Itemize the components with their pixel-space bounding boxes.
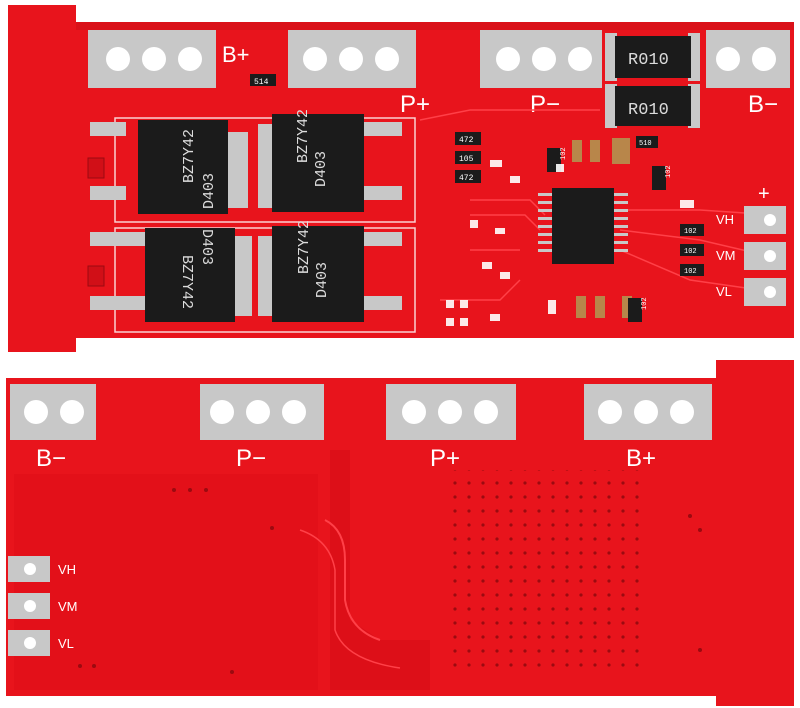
shunt-resistor-1: R010 bbox=[605, 33, 700, 81]
bottom-board-tab bbox=[716, 360, 794, 706]
smd-102-r2: 102 bbox=[680, 244, 704, 256]
shunt-resistor-2: R010 bbox=[605, 84, 700, 128]
mosfet-2-code: D403 bbox=[313, 151, 330, 187]
bottom-signal-pin-vm: VM bbox=[8, 593, 78, 619]
bottom-signal-pin-vh: VH bbox=[8, 556, 76, 582]
smd-label-102-r2: 102 bbox=[684, 248, 697, 256]
shunt-resistor-2-label: R010 bbox=[628, 101, 669, 120]
bottom-signal-label-vh: VH bbox=[58, 562, 76, 577]
bottom-terminal-pad-b-minus bbox=[10, 384, 96, 440]
bottom-label-b-minus: B− bbox=[36, 445, 66, 472]
top-board-tab bbox=[8, 5, 76, 352]
top-terminal-pad-p-minus bbox=[480, 30, 602, 88]
top-label-b-plus: B+ bbox=[222, 42, 250, 67]
smd-102-v2: 102 bbox=[652, 165, 673, 190]
smd-102-r3: 102 bbox=[680, 264, 704, 276]
bottom-copper-pour-left bbox=[14, 474, 318, 690]
gate-pad-1 bbox=[87, 157, 105, 179]
mosfet-1-code: D403 bbox=[201, 173, 218, 209]
bottom-label-p-plus: P+ bbox=[430, 445, 460, 472]
smd-label-510: 510 bbox=[639, 140, 652, 148]
bottom-copper-pour-middle bbox=[330, 450, 430, 690]
protection-ic bbox=[538, 188, 628, 264]
shunt-resistor-1-label: R010 bbox=[628, 51, 669, 70]
smd-label-514: 514 bbox=[254, 78, 269, 87]
bottom-label-p-minus: P− bbox=[236, 445, 266, 472]
bottom-label-b-plus: B+ bbox=[626, 445, 656, 472]
mosfet-1: D403 BZ7Y42 bbox=[90, 120, 248, 214]
bottom-trace-curve-2 bbox=[299, 529, 401, 669]
top-label-b-minus: B− bbox=[748, 91, 778, 118]
mosfet-outline-bottom bbox=[114, 227, 416, 333]
bottom-terminal-pad-p-minus bbox=[200, 384, 324, 440]
smd-label-102-v1: 102 bbox=[560, 147, 568, 160]
top-signal-label-vh: VH bbox=[716, 212, 734, 227]
smd-label-102-r3: 102 bbox=[684, 268, 697, 276]
bottom-terminal-pad-p-plus bbox=[386, 384, 516, 440]
smd-resistor-514: 514 bbox=[250, 74, 276, 87]
top-signal-label-vm: VM bbox=[716, 248, 736, 263]
mosfet-outline-top bbox=[114, 117, 416, 223]
mosfet-2: D403 BZ7Y42 bbox=[258, 109, 402, 212]
top-board-shading bbox=[76, 22, 794, 30]
top-terminal-pad-b-minus bbox=[706, 30, 790, 88]
mosfet-3-code: D403 bbox=[198, 229, 215, 265]
mosfet-4-lot: BZ7Y42 bbox=[296, 220, 313, 274]
bottom-terminal-pad-b-plus bbox=[584, 384, 712, 440]
smd-label-105: 105 bbox=[459, 155, 474, 164]
smd-102-bottom: 102 bbox=[628, 297, 649, 322]
top-terminal-pad-b-plus bbox=[88, 30, 216, 88]
top-terminal-pad-p-plus bbox=[288, 30, 416, 88]
smd-label-102-bottom: 102 bbox=[641, 297, 649, 310]
top-label-p-plus: P+ bbox=[400, 91, 430, 118]
mosfet-4-code: D403 bbox=[314, 262, 331, 298]
smd-472-a: 472 bbox=[455, 132, 481, 145]
smd-misc bbox=[446, 160, 694, 326]
smd-472-b: 472 bbox=[455, 170, 481, 183]
top-signal-label-vl: VL bbox=[716, 284, 732, 299]
smd-label-472-a: 472 bbox=[459, 136, 474, 145]
top-board: B+ P+ P− B− R010 R010 514 bbox=[8, 5, 794, 352]
bottom-signal-label-vm: VM bbox=[58, 599, 78, 614]
bottom-signal-pin-vl: VL bbox=[8, 630, 74, 656]
top-signal-pin-vm: VM bbox=[716, 242, 786, 270]
top-label-p-minus: P− bbox=[530, 91, 560, 118]
gate-pad-2 bbox=[87, 265, 105, 287]
smd-capacitors bbox=[572, 138, 632, 318]
top-signal-pin-vl: VL bbox=[716, 278, 786, 306]
top-plus-sign: + bbox=[758, 183, 770, 205]
smd-105: 105 bbox=[455, 151, 481, 164]
bottom-scattered-vias bbox=[78, 488, 702, 674]
smd-label-472-b: 472 bbox=[459, 174, 474, 183]
smd-label-102-r1: 102 bbox=[684, 228, 697, 236]
bottom-signal-label-vl: VL bbox=[58, 636, 74, 651]
smd-510: 510 bbox=[636, 136, 658, 148]
top-traces bbox=[419, 109, 761, 301]
smd-label-102-v2: 102 bbox=[665, 165, 673, 178]
top-signal-pin-vh: VH bbox=[716, 206, 786, 234]
mosfet-2-lot: BZ7Y42 bbox=[295, 109, 312, 163]
mosfet-3-lot: BZ7Y42 bbox=[178, 255, 195, 309]
mosfet-4: D403 BZ7Y42 bbox=[258, 220, 402, 322]
bottom-board: B− P− P+ B+ VH VM VL bbox=[6, 360, 794, 706]
bottom-trace-curve bbox=[324, 519, 381, 641]
bottom-via-field bbox=[446, 470, 642, 676]
smd-102-r1: 102 bbox=[680, 224, 704, 236]
mosfet-3: D403 BZ7Y42 bbox=[90, 228, 252, 322]
mosfet-1-lot: BZ7Y42 bbox=[181, 129, 198, 183]
